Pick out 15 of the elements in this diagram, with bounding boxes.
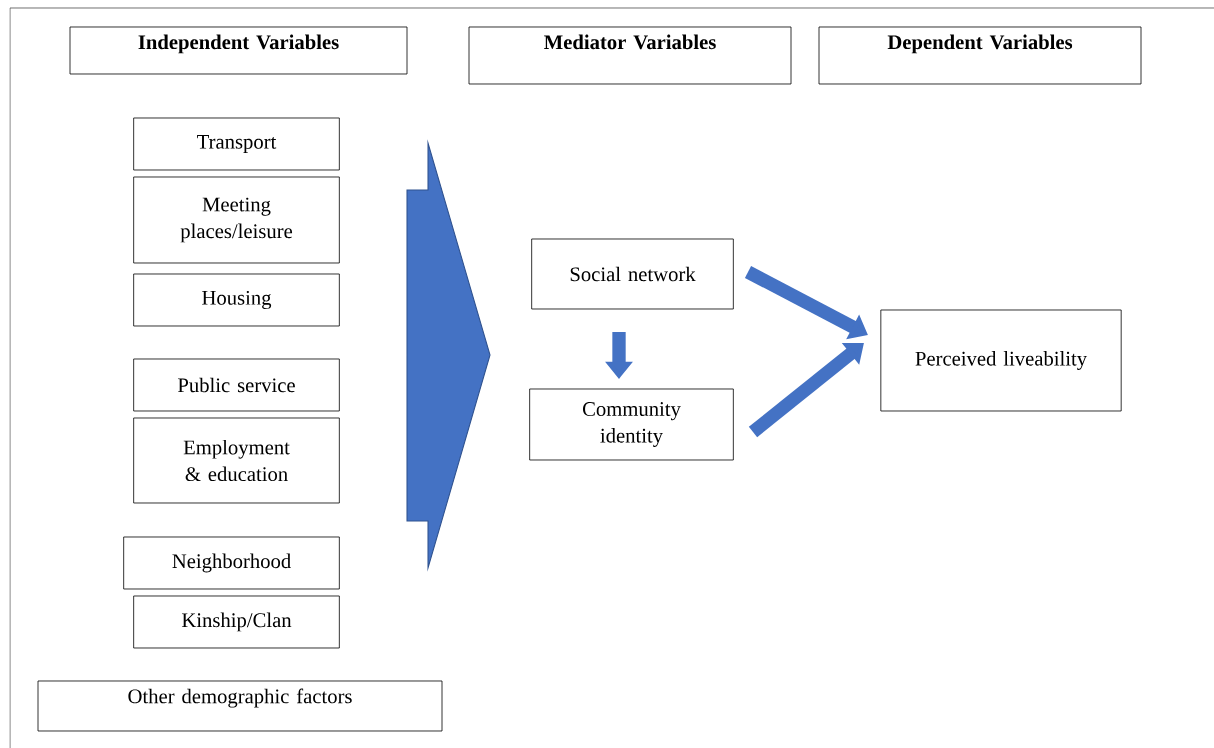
variable-box: Transport — [133, 117, 340, 171]
variable-box: Kinship/Clan — [133, 595, 340, 649]
variable-box: Social network — [531, 238, 734, 310]
variable-box: Public service — [133, 358, 340, 412]
variable-box: Housing — [133, 273, 340, 327]
variable-box: Independent Variables — [69, 26, 408, 75]
variable-box: Other demographic factors — [37, 680, 443, 732]
variable-box: Dependent Variables — [818, 26, 1142, 85]
block-arrow — [748, 342, 864, 438]
variable-box: Perceived liveability — [880, 309, 1122, 412]
variable-box: Meeting places/leisure — [133, 176, 340, 264]
variable-box: Employment & education — [133, 417, 340, 504]
variable-box: Neighborhood — [123, 536, 340, 590]
variable-box: Community identity — [529, 388, 734, 461]
variable-box: Mediator Variables — [468, 26, 792, 85]
